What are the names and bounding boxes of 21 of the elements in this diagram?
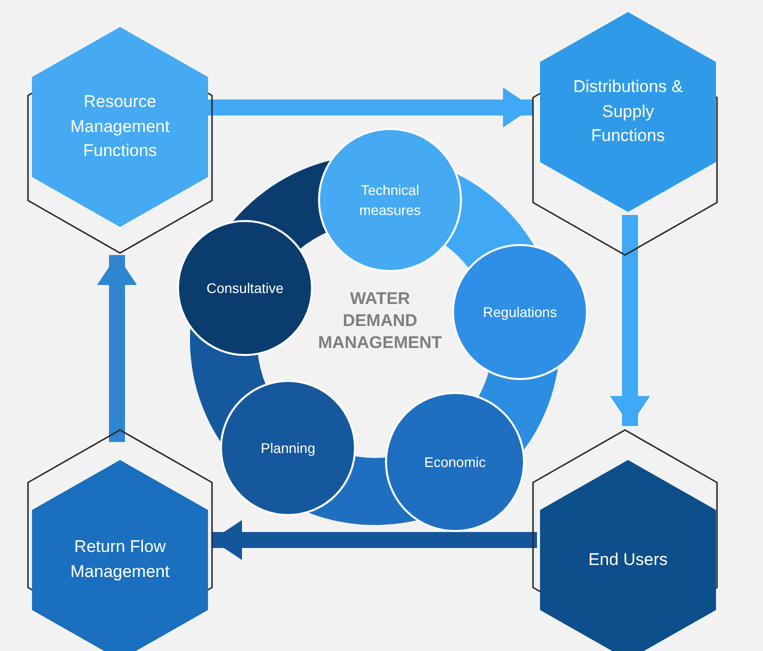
hexagon-node bbox=[26, 428, 216, 651]
center-title: WATER DEMAND MANAGEMENT bbox=[318, 288, 442, 354]
node-label: Planning bbox=[260, 438, 316, 458]
hexagon-node bbox=[26, 26, 216, 256]
arrow bbox=[97, 255, 137, 442]
circle-node bbox=[177, 220, 313, 356]
circle-node bbox=[452, 244, 588, 380]
circle-node bbox=[220, 380, 356, 516]
node-label: Return Flow Management bbox=[69, 536, 171, 583]
node-label: Consultative bbox=[206, 278, 284, 298]
node-label: Distributions & Supply Functions bbox=[572, 76, 684, 148]
node-label: End Users bbox=[588, 548, 668, 571]
node-label: Technical measures bbox=[358, 180, 422, 220]
node-label: Regulations bbox=[483, 302, 557, 322]
node-label: Resource Management Functions bbox=[69, 91, 171, 162]
circle-node bbox=[385, 392, 525, 532]
node-label: Economic bbox=[424, 452, 486, 472]
arrow bbox=[610, 215, 650, 426]
circle-node bbox=[318, 128, 462, 272]
arrow bbox=[212, 520, 537, 560]
arrow bbox=[208, 88, 533, 128]
